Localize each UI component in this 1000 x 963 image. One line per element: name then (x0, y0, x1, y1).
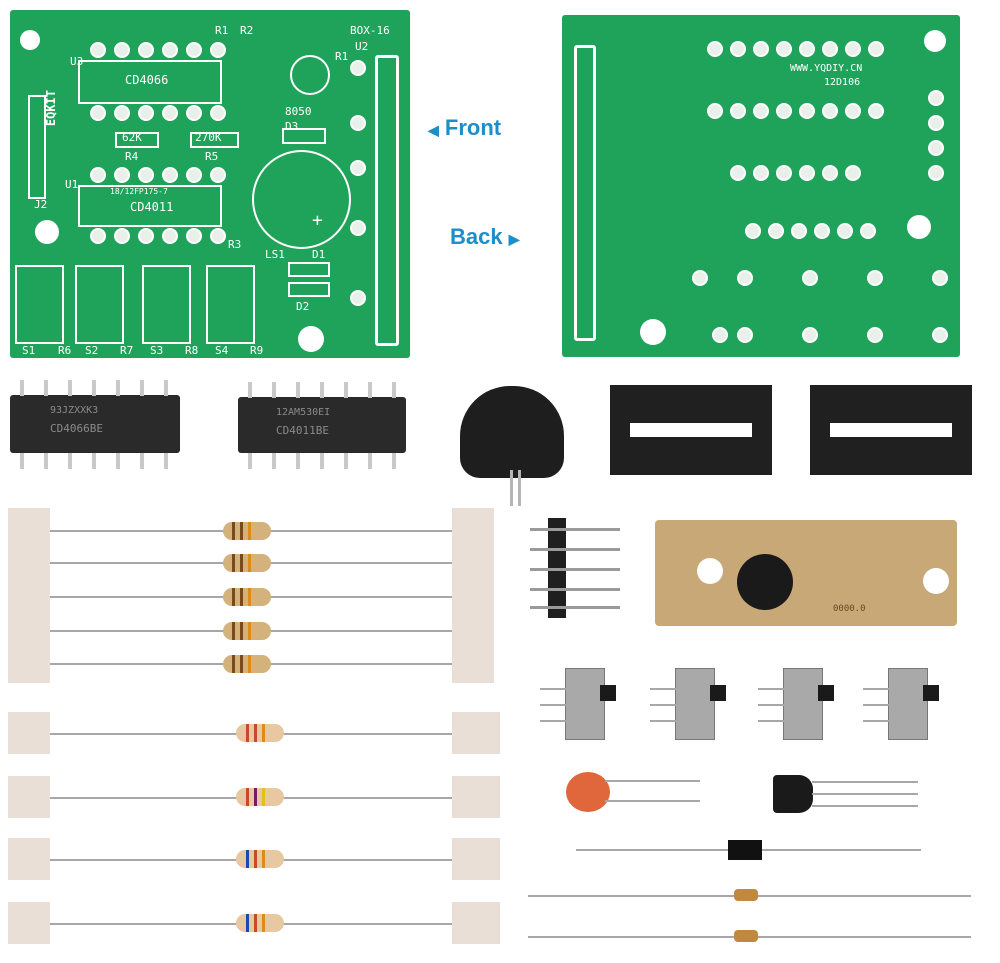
r4-outline (115, 132, 159, 148)
ic2-outline (78, 185, 222, 227)
buzzer-outline (252, 150, 351, 249)
resistor (223, 655, 271, 673)
d1-outline (288, 262, 330, 277)
diode (728, 840, 762, 860)
ic-chip-cd4011: 12AM530EI CD4011BE (238, 397, 406, 453)
s4-label: S4 (215, 344, 229, 357)
r1-label-2: R1 (335, 50, 349, 63)
ic-socket-1 (610, 385, 772, 475)
front-label: Front (444, 115, 502, 140)
brand-logo: EQKIT (44, 90, 58, 127)
ic-socket-2 (810, 385, 972, 475)
ic1-outline (78, 60, 222, 104)
pot-code: 0000.0 (833, 604, 866, 614)
back-label: Back (450, 224, 503, 249)
d3-outline (282, 128, 326, 144)
pcb-back: WWW.YQDIY.CN 12D106 (562, 15, 960, 357)
code-label: 12D106 (824, 77, 861, 88)
resistor (236, 914, 284, 932)
resistor (223, 622, 271, 640)
slide-switch (565, 668, 605, 740)
r4-label: R4 (125, 150, 139, 163)
s2-label: S2 (85, 344, 99, 357)
resistor (223, 522, 271, 540)
tape-left (8, 508, 50, 683)
u1-label: U1 (65, 178, 79, 191)
u2-outline (375, 55, 399, 346)
diode (734, 930, 758, 942)
r7-label: R7 (120, 344, 134, 357)
s1-label: S1 (22, 344, 36, 357)
transistor-label: 8050 (285, 105, 312, 118)
d2-label: D2 (296, 300, 310, 313)
s4-outline (206, 265, 255, 344)
r9-label: R9 (250, 344, 264, 357)
transistor (773, 775, 813, 813)
mount-hole (298, 326, 324, 352)
r5-value: 270K (195, 131, 222, 144)
r3-label: R3 (228, 238, 242, 251)
slide-switch (675, 668, 715, 740)
mount-hole (640, 319, 666, 345)
slide-switch (783, 668, 823, 740)
ic2-sub: 18/12FP175-7 (110, 187, 168, 196)
site-label: WWW.YQDIY.CN (790, 63, 863, 74)
pot-knob (737, 554, 793, 610)
diode (734, 889, 758, 901)
plus-marking: + (312, 210, 323, 231)
r1-label: R1 (215, 24, 229, 37)
buzzer (460, 386, 564, 478)
chip-top-marking: 93JZXXK3 (50, 405, 99, 416)
r8-label: R8 (185, 344, 199, 357)
d2-outline (288, 282, 330, 297)
r5-label: R5 (205, 150, 219, 163)
resistor (223, 554, 271, 572)
chip-marking: CD4011BE (276, 424, 329, 437)
s3-outline (142, 265, 191, 344)
ceramic-capacitor (566, 772, 610, 812)
resistor (236, 850, 284, 868)
tape-right (452, 508, 494, 683)
transistor-outline (290, 55, 330, 95)
ls1-label: LS1 (265, 248, 285, 261)
d1-label: D1 (312, 248, 326, 261)
mount-hole (35, 220, 59, 244)
s1-outline (15, 265, 64, 344)
chip-marking: CD4066BE (50, 422, 103, 435)
slide-switch (888, 668, 928, 740)
pcb-front: BOX-16 R1 R2 R1 U2 U3 CD4066 J2 EQKIT 62… (10, 10, 410, 358)
box-label: BOX-16 (350, 24, 390, 37)
back-caption: Back ▶ (450, 224, 520, 250)
left-arrow-icon: ◀ (428, 122, 439, 138)
right-arrow-icon: ▶ (508, 231, 520, 247)
mount-hole (20, 30, 40, 50)
mount-hole (907, 215, 931, 239)
u2-label: U2 (355, 40, 369, 53)
mount-hole (924, 30, 946, 52)
r2-label: R2 (240, 24, 254, 37)
j2-header (28, 95, 46, 199)
resistor (236, 788, 284, 806)
r4-value: 62K (122, 131, 142, 144)
resistor (236, 724, 284, 742)
chip-top-marking: 12AM530EI (276, 407, 331, 418)
ic1-label: CD4066 (125, 73, 169, 87)
j2-label: J2 (34, 198, 48, 211)
front-caption: ◀ Front (428, 115, 501, 141)
s2-outline (75, 265, 124, 344)
potentiometer-board: 0000.0 (655, 520, 957, 626)
r6-label: R6 (58, 344, 72, 357)
ic2-label: CD4011 (130, 200, 174, 214)
resistor (223, 588, 271, 606)
u2-outline-back (574, 45, 596, 341)
s3-label: S3 (150, 344, 164, 357)
ic-chip-cd4066: 93JZXXK3 CD4066BE (10, 395, 180, 453)
r5-outline (190, 132, 239, 148)
